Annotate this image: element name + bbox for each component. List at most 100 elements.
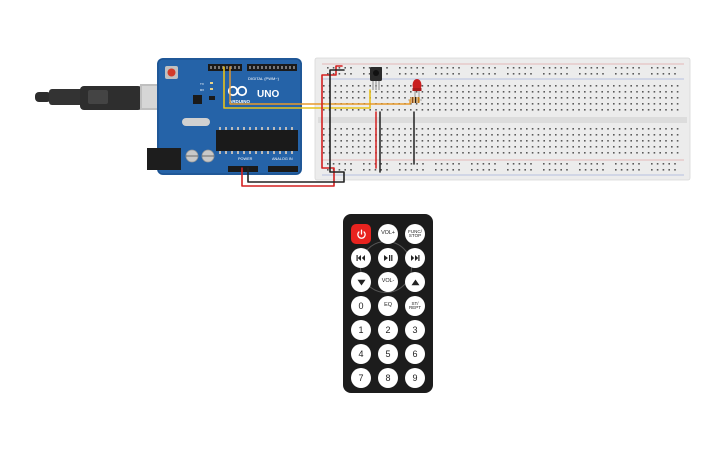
wires[interactable] (223, 65, 415, 187)
breadboard-hole (491, 128, 493, 130)
breadboard-hole (468, 97, 470, 99)
breadboard-hole (427, 85, 429, 87)
breadboard-hole (334, 152, 337, 154)
breadboard-hole (479, 85, 482, 87)
breadboard-hole (476, 73, 479, 75)
breadboard-hole (584, 134, 586, 136)
digit-5-button[interactable]: 5 (378, 344, 398, 364)
up-button[interactable] (405, 272, 425, 292)
breadboard-hole (514, 97, 516, 99)
breadboard-hole (363, 109, 366, 111)
breadboard-hole (410, 73, 413, 75)
crystal (182, 118, 210, 126)
digit-2-button[interactable]: 2 (378, 320, 398, 340)
breadboard-hole (502, 91, 505, 93)
breadboard-hole (340, 109, 342, 111)
breadboard-hole (653, 97, 656, 99)
breadboard-hole (462, 91, 464, 93)
breadboard-hole (626, 169, 629, 171)
breadboard-hole (363, 85, 366, 87)
breadboard-hole (624, 128, 627, 130)
breadboard-hole (350, 73, 352, 75)
breadboard[interactable] (314, 57, 691, 181)
breadboard-hole (450, 146, 453, 148)
breadboard-hole (595, 91, 598, 93)
ir-remote[interactable]: VOL+ FUNC/ STOP VOL- (343, 214, 433, 393)
breadboard-hole (485, 152, 487, 154)
breadboard-hole (531, 152, 534, 154)
digit-7-button[interactable]: 7 (351, 368, 371, 388)
digit-9-button[interactable]: 9 (405, 368, 425, 388)
breadboard-hole (526, 146, 528, 148)
digit-8-button[interactable]: 8 (378, 368, 398, 388)
breadboard-hole (560, 146, 563, 148)
ir-receiver[interactable] (370, 67, 382, 90)
breadboard-hole (473, 140, 476, 142)
breadboard-hole (665, 152, 667, 154)
breadboard-hole (334, 109, 337, 111)
breadboard-hole (584, 152, 586, 154)
breadboard-hole (548, 163, 551, 165)
arduino-logo-icon (227, 85, 248, 97)
power-button[interactable] (351, 224, 371, 244)
breadboard-hole (415, 91, 418, 93)
breadboard-hole (636, 152, 638, 154)
breadboard-hole (404, 140, 406, 142)
play-pause-button[interactable] (378, 248, 398, 268)
breadboard-hole (549, 146, 551, 148)
rept-button[interactable]: ST/ REPT (405, 296, 425, 316)
breadboard-hole (398, 128, 400, 130)
breadboard-hole (572, 152, 574, 154)
vol-minus-button[interactable]: VOL- (378, 272, 398, 292)
vol-plus-button[interactable]: VOL+ (378, 224, 398, 244)
breadboard-hole (422, 73, 424, 75)
breadboard-hole (518, 163, 521, 165)
breadboard-hole (386, 67, 388, 69)
breadboard-hole (399, 73, 401, 75)
breadboard-hole (596, 67, 598, 69)
breadboard-hole (421, 134, 424, 136)
breadboard-hole (350, 163, 352, 165)
breadboard-hole (485, 109, 487, 111)
breadboard-hole (653, 140, 656, 142)
breadboard-hole (398, 140, 400, 142)
breadboard-hole (668, 163, 670, 165)
breadboard-hole (526, 103, 528, 105)
digit-6-button[interactable]: 6 (405, 344, 425, 364)
digit-0-button[interactable]: 0 (351, 296, 371, 316)
breadboard-hole (386, 85, 389, 87)
breadboard-hole (543, 109, 545, 111)
breadboard-hole (566, 73, 568, 75)
breadboard-hole (369, 152, 371, 154)
breadboard-hole (458, 169, 460, 171)
breadboard-hole (334, 146, 337, 148)
breadboard-hole (446, 163, 449, 165)
breadboard-hole (630, 152, 632, 154)
arduino-logo-text: ARDUINO (229, 99, 250, 104)
breadboard-hole (554, 169, 557, 171)
breadboard-hole (502, 97, 505, 99)
func-stop-button[interactable]: FUNC/ STOP (405, 224, 425, 244)
breadboard-hole (566, 169, 568, 171)
breadboard-hole (386, 134, 389, 136)
down-button[interactable] (351, 272, 371, 292)
arduino-uno-board[interactable]: DIGITAL (PWM~) ARDUINO UNO TX RX (147, 58, 302, 175)
breadboard-hole (584, 67, 587, 69)
breadboard-hole (427, 134, 429, 136)
eq-button[interactable]: EQ (378, 296, 398, 316)
breadboard-hole (399, 169, 401, 171)
breadboard-hole (618, 140, 621, 142)
breadboard-hole (352, 146, 354, 148)
breadboard-hole (647, 134, 650, 136)
digit-3-button[interactable]: 3 (405, 320, 425, 340)
digit-4-button[interactable]: 4 (351, 344, 371, 364)
breadboard-hole (578, 140, 580, 142)
next-button[interactable] (405, 248, 425, 268)
breadboard-hole (352, 152, 354, 154)
breadboard-hole (566, 85, 569, 87)
digit-1-button[interactable]: 1 (351, 320, 371, 340)
breadboard-hole (462, 109, 464, 111)
breadboard-hole (421, 128, 424, 130)
prev-button[interactable] (351, 248, 371, 268)
breadboard-hole (590, 67, 593, 69)
